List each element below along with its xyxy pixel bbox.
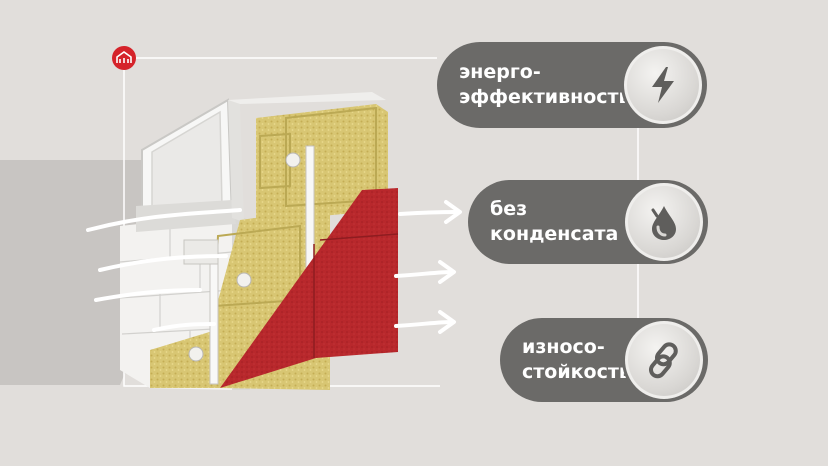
insulation-anchors	[188, 152, 301, 362]
benefit-icon-badge	[622, 180, 706, 264]
benefit-label: износо- стойкость	[522, 336, 631, 383]
window	[136, 98, 244, 232]
benefit-label: энерго- эффективность	[459, 61, 631, 108]
benefit-icon-badge	[622, 318, 706, 402]
frame-lines	[123, 57, 639, 387]
benefit-no-condensate: без конденсата	[468, 180, 708, 264]
benefit-icon-badge	[621, 43, 705, 127]
wall-top	[228, 92, 386, 104]
chain-link-icon	[648, 342, 678, 379]
benefit-wear-resistance: износо- стойкость	[500, 318, 708, 402]
water-drop-icon	[651, 206, 676, 240]
lightning-icon	[652, 67, 674, 103]
facade-panel	[220, 188, 399, 388]
airflow-arrows	[86, 200, 462, 334]
benefit-label: без конденсата	[490, 198, 619, 245]
benefit-energy-efficiency: энерго- эффективность	[437, 42, 707, 128]
metal-subframe	[183, 145, 315, 385]
